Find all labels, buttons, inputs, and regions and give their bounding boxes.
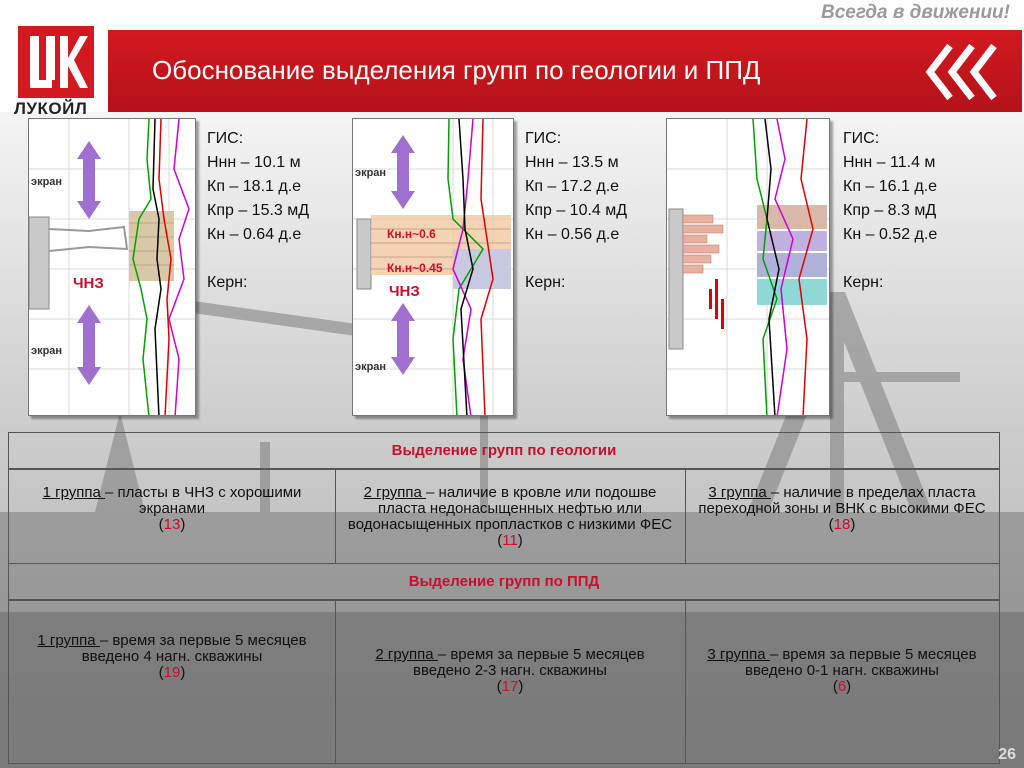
screen-bottom-label-1: экран	[31, 345, 63, 357]
kern-label: Керн:	[207, 274, 248, 291]
well-log-panel-3	[666, 118, 830, 416]
group-text: – время за первые 5 месяцев введено 4 на…	[81, 632, 307, 665]
gis-title: ГИС:	[843, 130, 880, 147]
ppd-header: Выделение групп по ППД	[9, 564, 999, 600]
paren-open: (	[496, 678, 502, 695]
gis-line: Ннн – 11.4 м	[843, 154, 936, 171]
kn-label-2: Кн.н~0.45	[387, 261, 443, 275]
row-divider	[9, 600, 999, 601]
group-count: 19	[163, 664, 181, 681]
well-log-panel-1: экран ЧНЗ экран	[28, 118, 196, 416]
paren-close: )	[517, 532, 523, 549]
group-label: 1 группа	[42, 484, 106, 501]
screen-top-label-2: экран	[355, 167, 387, 179]
paren-close: )	[850, 516, 856, 533]
group-text: – пласты в ЧНЗ с хорошими экранами	[105, 484, 302, 517]
kern-label: Керн:	[843, 274, 884, 291]
geo-group-2-cell: 2 группа – наличие в кровле или подошве …	[335, 485, 685, 549]
zone-label-1: ЧНЗ	[73, 275, 104, 292]
group-label: 1 группа	[37, 632, 100, 649]
kn-label-1: Кн.н~0.6	[387, 227, 436, 241]
group-text: – время за первые 5 месяцев введено 2-3 …	[413, 646, 645, 679]
row-divider	[9, 469, 999, 470]
geo-group-3-cell: 3 группа – наличие в пределах пласта пер…	[685, 485, 999, 533]
chevrons-icon	[925, 43, 997, 101]
group-label: 2 группа	[375, 646, 438, 663]
gis-line: Ннн – 10.1 м	[207, 154, 301, 171]
row-divider	[9, 563, 999, 564]
paren-open: (	[497, 532, 503, 549]
gis-line: Кпр – 8.3 мД	[843, 202, 937, 219]
paren-close: )	[846, 678, 852, 695]
kern-label: Керн:	[525, 274, 566, 291]
group-label: 2 группа	[363, 484, 427, 501]
group-count: 18	[833, 516, 851, 533]
group-text: – время за первые 5 месяцев введено 0-1 …	[745, 646, 977, 679]
gis-line: Кпр – 15.3 мД	[207, 202, 310, 219]
page-number: 26	[998, 746, 1016, 763]
gis-title: ГИС:	[207, 130, 244, 147]
well-log-panel-2: экран Кн.н~0.6 Кн.н~0.45 ЧНЗ экран	[352, 118, 514, 416]
slide-title: Обоснование выделения групп по геологии …	[152, 55, 761, 85]
well-log-chart-3	[667, 119, 829, 415]
screen-top-label-1: экран	[31, 176, 63, 188]
gis-line: Кн – 0.56 д.е	[525, 226, 620, 243]
group-count: 6	[837, 678, 847, 695]
zone-label-2: ЧНЗ	[389, 283, 420, 300]
ppd-group-2-cell: 2 группа – время за первые 5 месяцев вве…	[335, 647, 685, 695]
column-divider	[685, 600, 686, 763]
header-bar	[108, 30, 1022, 112]
oilfield-background-image	[0, 279, 1024, 768]
column-divider	[335, 469, 336, 563]
gis-line: Кпр – 10.4 мД	[525, 202, 628, 219]
paren-close: )	[180, 664, 186, 681]
group-count: 17	[501, 678, 519, 695]
gis-line: Кн – 0.64 д.е	[207, 226, 302, 243]
well-log-chart-1	[29, 119, 195, 415]
paren-close: )	[180, 516, 186, 533]
group-count: 13	[163, 516, 181, 533]
groups-table: Выделение групп по геологии 1 группа – п…	[8, 432, 1000, 764]
gis-line: Ннн – 13.5 м	[525, 154, 619, 171]
ppd-group-1-cell: 1 группа – время за первые 5 месяцев вве…	[9, 633, 335, 681]
lukoil-logo-icon	[18, 26, 94, 98]
group-label: 3 группа	[707, 646, 770, 663]
paren-open: (	[828, 516, 834, 533]
group-label: 3 группа	[708, 484, 771, 501]
column-divider	[335, 600, 336, 763]
geo-group-1-cell: 1 группа – пласты в ЧНЗ с хорошими экран…	[9, 485, 335, 533]
gis-title: ГИС:	[525, 130, 562, 147]
paren-open: (	[158, 664, 164, 681]
screen-bottom-label-2: экран	[355, 361, 387, 373]
geology-header: Выделение групп по геологии	[9, 433, 999, 469]
slogan: Всегда в движении!	[820, 2, 1010, 23]
well-log-chart-2	[353, 119, 513, 415]
group-text: – наличие в кровле или подошве пласта не…	[347, 484, 673, 533]
group-text: – наличие в пределах пласта переходной з…	[698, 484, 986, 517]
gis-line: Кп – 17.2 д.е	[525, 178, 620, 195]
column-divider	[685, 469, 686, 563]
logo-wordmark: ЛУКОЙЛ	[14, 99, 88, 118]
gis-line: Кн – 0.52 д.е	[843, 226, 938, 243]
ppd-group-3-cell: 3 группа – время за первые 5 месяцев вве…	[685, 647, 999, 695]
paren-open: (	[832, 678, 838, 695]
group-count: 11	[502, 532, 518, 549]
paren-close: )	[518, 678, 524, 695]
gis-line: Кп – 18.1 д.е	[207, 178, 302, 195]
paren-open: (	[158, 516, 164, 533]
gis-line: Кп – 16.1 д.е	[843, 178, 938, 195]
